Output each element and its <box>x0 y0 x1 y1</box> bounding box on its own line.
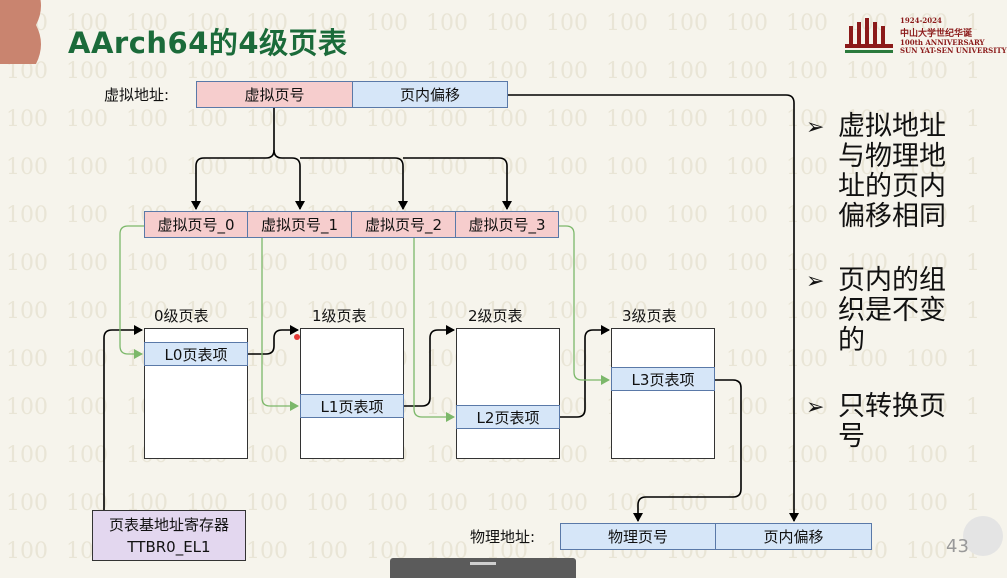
virtual-page-number-box: 虚拟页号 <box>196 81 353 108</box>
corner-ornament <box>0 0 41 64</box>
bullet-item: ➢ 页内的组织是不变的 <box>806 265 946 356</box>
vpn-part-3: 虚拟页号_3 <box>455 211 559 238</box>
ttbr-register-box: 页表基地址寄存器 TTBR0_EL1 <box>92 510 246 561</box>
table-0-title: 0级页表 <box>154 307 209 325</box>
logo-name: 中山大学世纪华诞 <box>900 29 973 39</box>
page-indicator-circle <box>963 516 1003 556</box>
physical-address-label: 物理地址: <box>470 528 536 546</box>
bullet-list: ➢ 虚拟地址与物理地址的页内偏移相同 ➢ 页内的组织是不变的 ➢ 只转换页号 <box>806 112 966 492</box>
bullet-item: ➢ 只转换页号 <box>806 391 946 452</box>
arrow-bullet-icon: ➢ <box>806 395 825 420</box>
slide-title: AArch64的4级页表 <box>68 26 348 60</box>
vpn-part-2: 虚拟页号_2 <box>351 211 456 238</box>
page-table-1 <box>300 328 404 459</box>
table-3-title: 3级页表 <box>622 307 677 325</box>
arrow-bullet-icon: ➢ <box>806 115 825 140</box>
table-1-entry: L1页表项 <box>300 394 404 418</box>
university-logo <box>845 18 893 53</box>
page-number: 43 <box>946 536 969 557</box>
ttbr-line1: 页表基地址寄存器 <box>108 515 229 534</box>
virtual-offset-box: 页内偏移 <box>352 81 508 108</box>
physical-page-number-box: 物理页号 <box>560 523 716 550</box>
logo-line3: SUN YAT-SEN UNIVERSITY <box>900 46 1007 55</box>
physical-offset-box: 页内偏移 <box>715 523 872 550</box>
vpn-part-1: 虚拟页号_1 <box>247 211 352 238</box>
vpn-part-0: 虚拟页号_0 <box>144 211 248 238</box>
ttbr-line2: TTBR0_EL1 <box>127 537 211 556</box>
table-1-title: 1级页表 <box>312 307 367 325</box>
page-table-2 <box>456 328 560 459</box>
table-2-title: 2级页表 <box>468 307 523 325</box>
arrow-bullet-icon: ➢ <box>806 269 825 294</box>
table-0-entry: L0页表项 <box>144 342 248 366</box>
table-3-entry: L3页表项 <box>611 367 715 391</box>
page-table-3 <box>611 328 715 459</box>
nav-handle[interactable] <box>470 562 496 565</box>
bullet-item: ➢ 虚拟地址与物理地址的页内偏移相同 <box>806 111 946 232</box>
table-2-entry: L2页表项 <box>456 405 560 429</box>
virtual-address-label: 虚拟地址: <box>104 86 170 104</box>
slide-navigation-bar[interactable] <box>390 558 576 578</box>
logo-line2: 100th ANNIVERSARY <box>900 38 985 47</box>
logo-years: 1924-2024 <box>900 16 942 25</box>
